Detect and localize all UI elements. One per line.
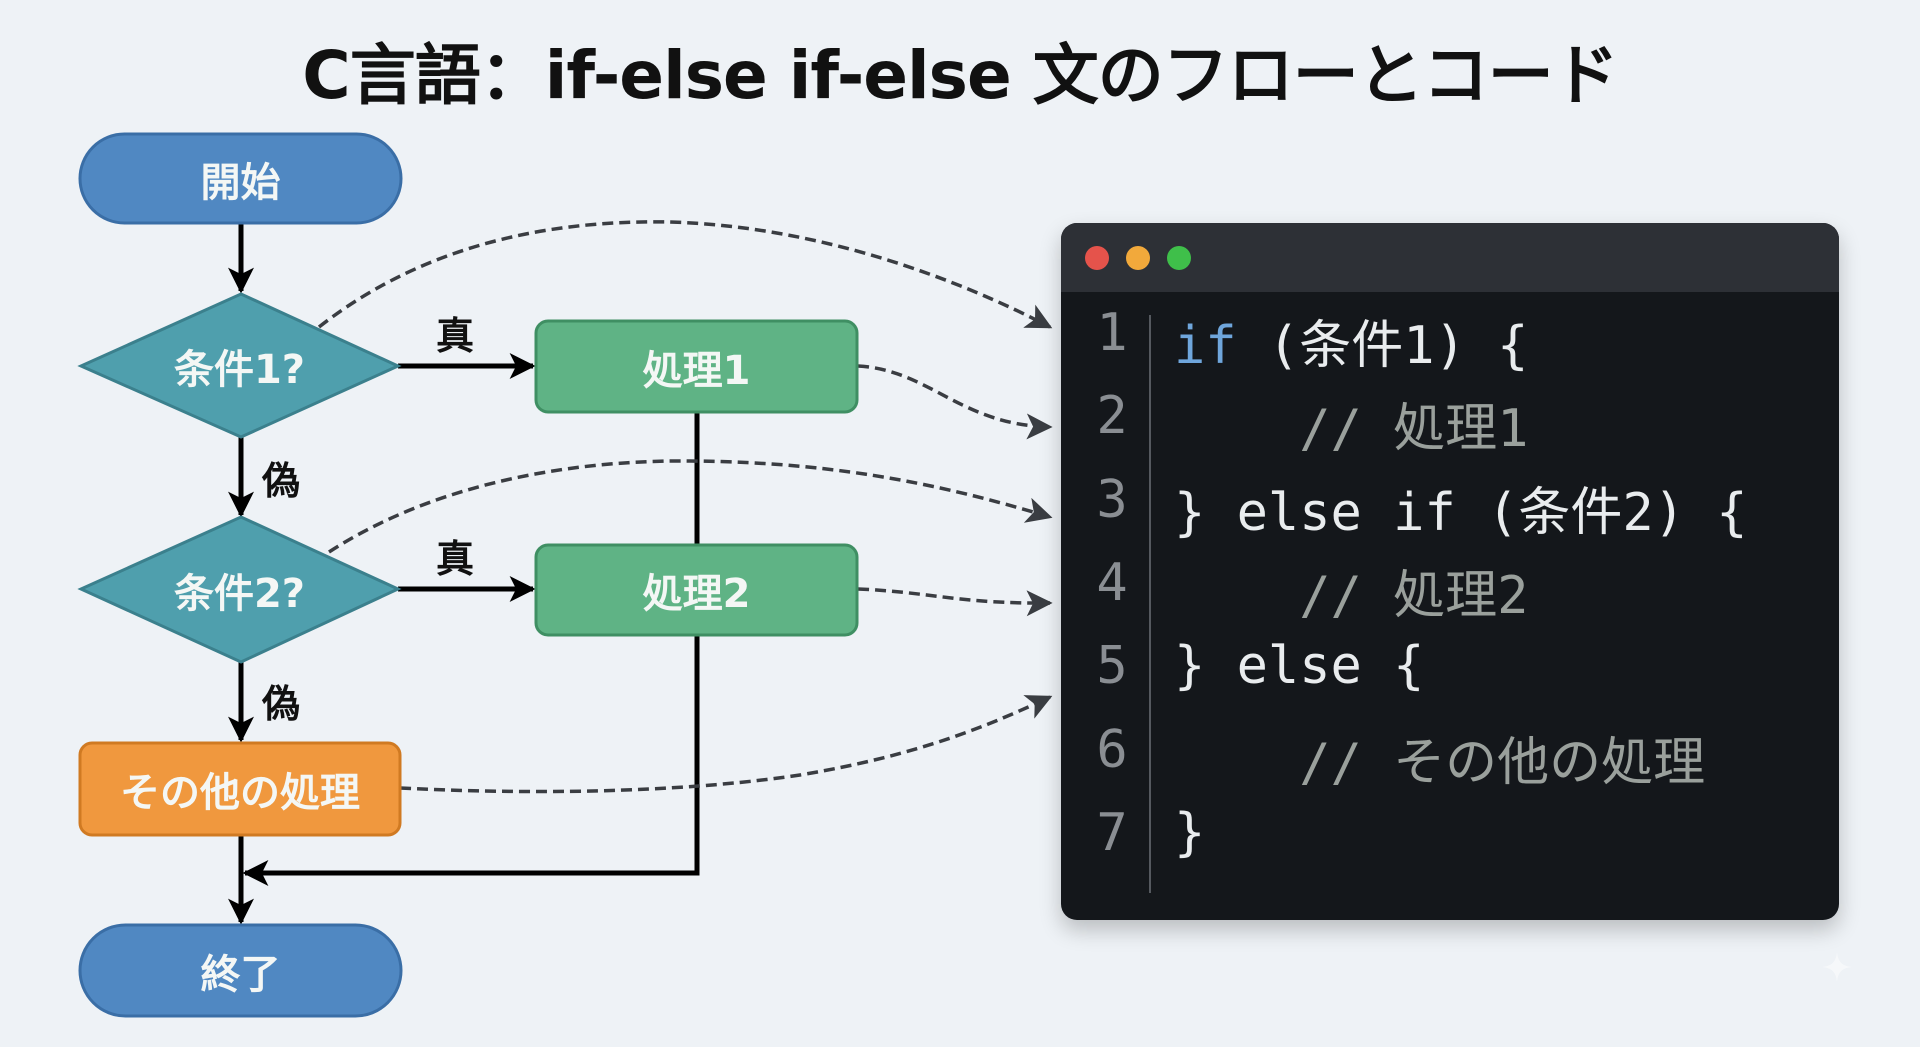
code-line: 7}	[1061, 803, 1839, 886]
maximize-dot-icon[interactable]	[1167, 246, 1191, 270]
code-text: }	[1174, 803, 1205, 863]
code-comment: // 処理2	[1299, 565, 1529, 626]
line-number: 4	[1096, 552, 1128, 613]
process1-label: 処理1	[642, 347, 751, 394]
line-number: 6	[1096, 719, 1128, 780]
else-process-node	[78, 741, 402, 837]
code-comment: // その他の処理	[1299, 732, 1706, 793]
close-dot-icon[interactable]	[1085, 246, 1109, 270]
code-statement: } else {	[1174, 636, 1425, 697]
gutter-divider	[1149, 315, 1151, 893]
mapping-arrow-cond1-to-line1	[317, 220, 1053, 329]
code-line: 2 // 処理1	[1061, 386, 1839, 469]
sparkle-icon	[1822, 952, 1852, 982]
process1-node	[534, 319, 859, 414]
condition2-node	[77, 515, 402, 664]
code-line: 4 // 処理2	[1061, 553, 1839, 636]
end-node	[78, 923, 403, 1018]
indent	[1174, 399, 1299, 459]
indent	[1174, 733, 1299, 793]
mapping-arrow-else-to-line6	[399, 695, 1053, 794]
process2-label: 処理2	[642, 571, 751, 617]
page-title: C言語：if-else if-else 文のフローとコード	[302, 37, 1618, 114]
code-statement: } else if (条件2) {	[1174, 482, 1748, 543]
code-text: if (条件1) {	[1174, 303, 1528, 378]
code-statement: }	[1174, 802, 1206, 863]
line-number: 1	[1096, 303, 1128, 363]
code-text: } else {	[1174, 636, 1424, 696]
code-statement: (条件1) {	[1236, 316, 1529, 376]
line-number: 5	[1096, 636, 1128, 697]
false-label-1: 偽	[262, 459, 301, 503]
start-node	[78, 132, 403, 225]
indent	[1174, 566, 1299, 626]
code-line: 5 } else {	[1061, 636, 1839, 719]
line-number: 2	[1096, 386, 1128, 447]
line-number: 3	[1096, 469, 1128, 530]
mapping-arrow-process1-to-line2	[857, 364, 1053, 440]
process2-node	[534, 543, 859, 637]
mapping-arrow-cond2-to-line3	[328, 459, 1053, 554]
condition2-label: 条件2?	[173, 570, 306, 617]
mapping-arrow-process2-to-line4	[857, 587, 1053, 617]
code-text: } else if (条件2) {	[1174, 470, 1748, 545]
end-label: 終了	[200, 951, 281, 998]
else-process-label: その他の処理	[120, 770, 360, 816]
code-line: 1 if (条件1) {	[1061, 303, 1839, 386]
true-label-1: 真	[436, 314, 475, 358]
code-text: // 処理2	[1174, 553, 1528, 628]
condition1-label: 条件1?	[173, 346, 306, 393]
code-text: // その他の処理	[1174, 720, 1705, 795]
code-text: // 処理1	[1174, 386, 1528, 461]
true-label-2: 真	[436, 537, 475, 581]
code-comment: // 処理1	[1299, 399, 1529, 460]
code-line: 6 // その他の処理	[1061, 720, 1839, 803]
false-label-2: 偽	[262, 682, 301, 726]
code-window-titlebar	[1061, 223, 1839, 292]
minimize-dot-icon[interactable]	[1126, 246, 1150, 270]
code-line: 3 } else if (条件2) {	[1061, 470, 1839, 553]
condition1-node	[77, 292, 402, 439]
line-number: 7	[1096, 802, 1128, 863]
start-label: 開始	[200, 159, 281, 206]
code-keyword: if	[1174, 316, 1237, 376]
